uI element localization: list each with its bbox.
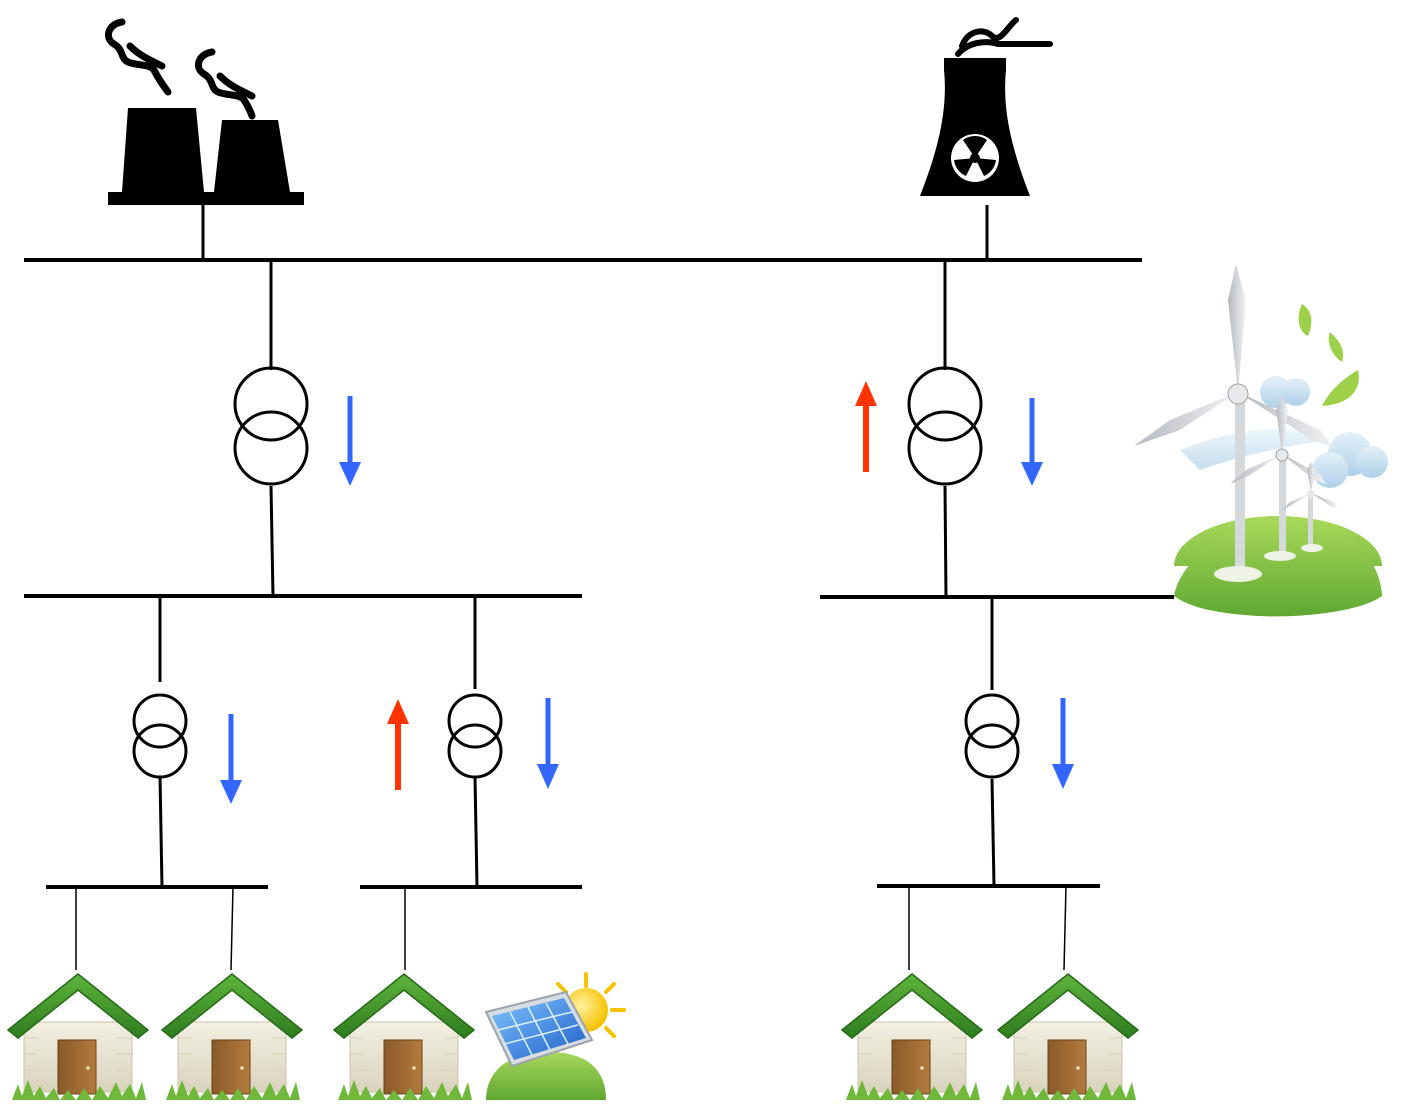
flow-arrows [220, 381, 1074, 804]
down-arrow-icon [220, 714, 242, 804]
transformer-high-left [233, 366, 309, 486]
down-arrow-icon [537, 698, 559, 789]
down-arrow-icon [1052, 698, 1074, 789]
up-arrow-icon [855, 381, 877, 472]
up-arrow-icon [387, 699, 409, 790]
fossil-power-plant-icon [104, 18, 304, 205]
house-icon [997, 973, 1139, 1101]
solar-panel-icon [484, 972, 626, 1100]
connection-lines [158, 205, 996, 888]
house-icon [161, 973, 303, 1101]
transformer-high-right [907, 366, 983, 486]
down-arrow-icon [1021, 398, 1043, 486]
transformer-low-2 [447, 693, 503, 779]
service-drops [75, 885, 1067, 971]
house-icon [841, 973, 983, 1101]
house-icon [7, 973, 149, 1101]
transformer-low-1 [132, 693, 188, 779]
house-icon [333, 973, 475, 1101]
nuclear-power-plant-icon [920, 17, 1053, 196]
bus-bars [24, 258, 1176, 889]
down-arrow-icon [339, 396, 361, 486]
transformer-low-3 [964, 693, 1020, 779]
wind-turbines-icon [1134, 264, 1388, 617]
